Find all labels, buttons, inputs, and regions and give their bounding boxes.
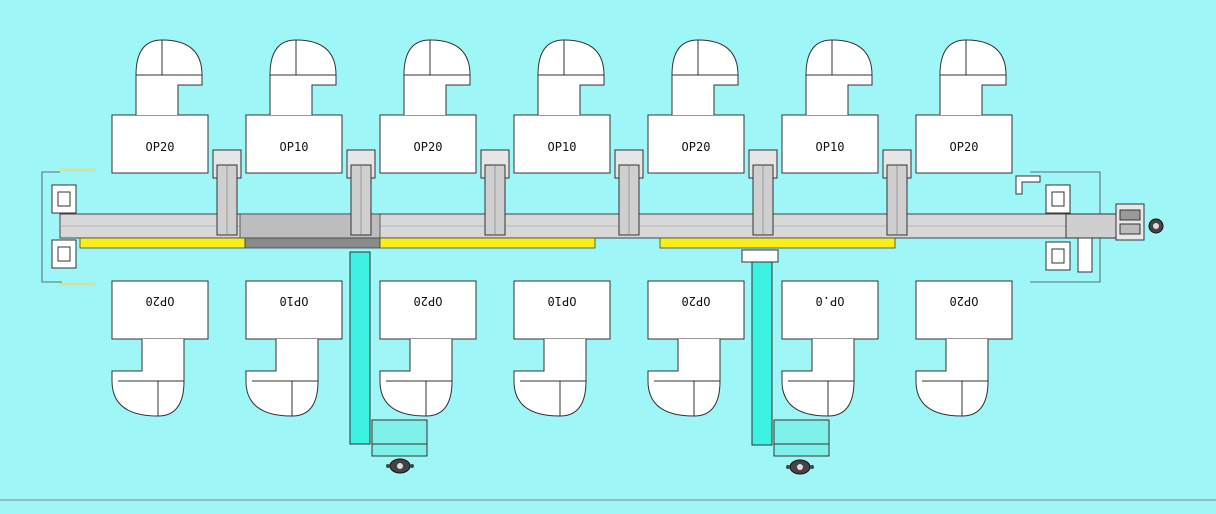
transfer-arm bbox=[882, 149, 912, 236]
station-top: OP20 bbox=[111, 39, 209, 174]
station-label: OP20 bbox=[146, 140, 175, 154]
station-top: OP10 bbox=[513, 39, 611, 174]
transfer-arm bbox=[346, 149, 376, 236]
outfeed-conveyor-left bbox=[349, 251, 428, 474]
drive-unit-icon bbox=[1065, 203, 1164, 273]
station-label: OP10 bbox=[280, 140, 309, 154]
transfer-arms bbox=[212, 149, 912, 236]
station-bottom: OP.0 bbox=[781, 280, 879, 417]
station-label: OP.0 bbox=[816, 294, 845, 308]
station-label: OP20 bbox=[414, 140, 443, 154]
station-label: OP20 bbox=[950, 294, 979, 308]
left-end-guard bbox=[41, 168, 95, 286]
station-bottom: OP20 bbox=[915, 280, 1013, 417]
station-bottom: OP10 bbox=[513, 280, 611, 417]
station-bottom: OP10 bbox=[245, 280, 343, 417]
robot-base-icon bbox=[386, 458, 414, 474]
station-label: OP20 bbox=[682, 140, 711, 154]
right-end-guard bbox=[1015, 171, 1101, 283]
transfer-arm bbox=[480, 149, 510, 236]
station-label: OP20 bbox=[950, 140, 979, 154]
transfer-arm bbox=[212, 149, 242, 236]
station-bottom: OP20 bbox=[111, 280, 209, 417]
transfer-arm bbox=[748, 149, 778, 236]
station-bottom: OP20 bbox=[379, 280, 477, 417]
station-label: OP20 bbox=[682, 294, 711, 308]
station-label: OP10 bbox=[548, 294, 577, 308]
station-label: OP20 bbox=[146, 294, 175, 308]
station-label: OP10 bbox=[816, 140, 845, 154]
station-top: OP10 bbox=[245, 39, 343, 174]
station-label: OP10 bbox=[548, 140, 577, 154]
yellow-rails bbox=[79, 237, 896, 249]
transfer-arm bbox=[614, 149, 644, 236]
station-top: OP10 bbox=[781, 39, 879, 174]
station-label: OP10 bbox=[280, 294, 309, 308]
outfeed-conveyor-right bbox=[741, 249, 830, 475]
station-bottom: OP20 bbox=[647, 280, 745, 417]
top-stations: OP20 OP10 OP20 OP10 OP20 OP10 OP20 bbox=[111, 39, 1013, 174]
main-transfer-rail bbox=[59, 213, 1071, 239]
station-top: OP20 bbox=[379, 39, 477, 174]
station-label: OP20 bbox=[414, 294, 443, 308]
station-top: OP20 bbox=[647, 39, 745, 174]
station-top: OP20 bbox=[915, 39, 1013, 174]
robot-base-icon bbox=[786, 459, 814, 475]
bottom-stations: OP20 OP10 OP20 OP10 OP20 OP.0 OP20 bbox=[111, 280, 1013, 417]
